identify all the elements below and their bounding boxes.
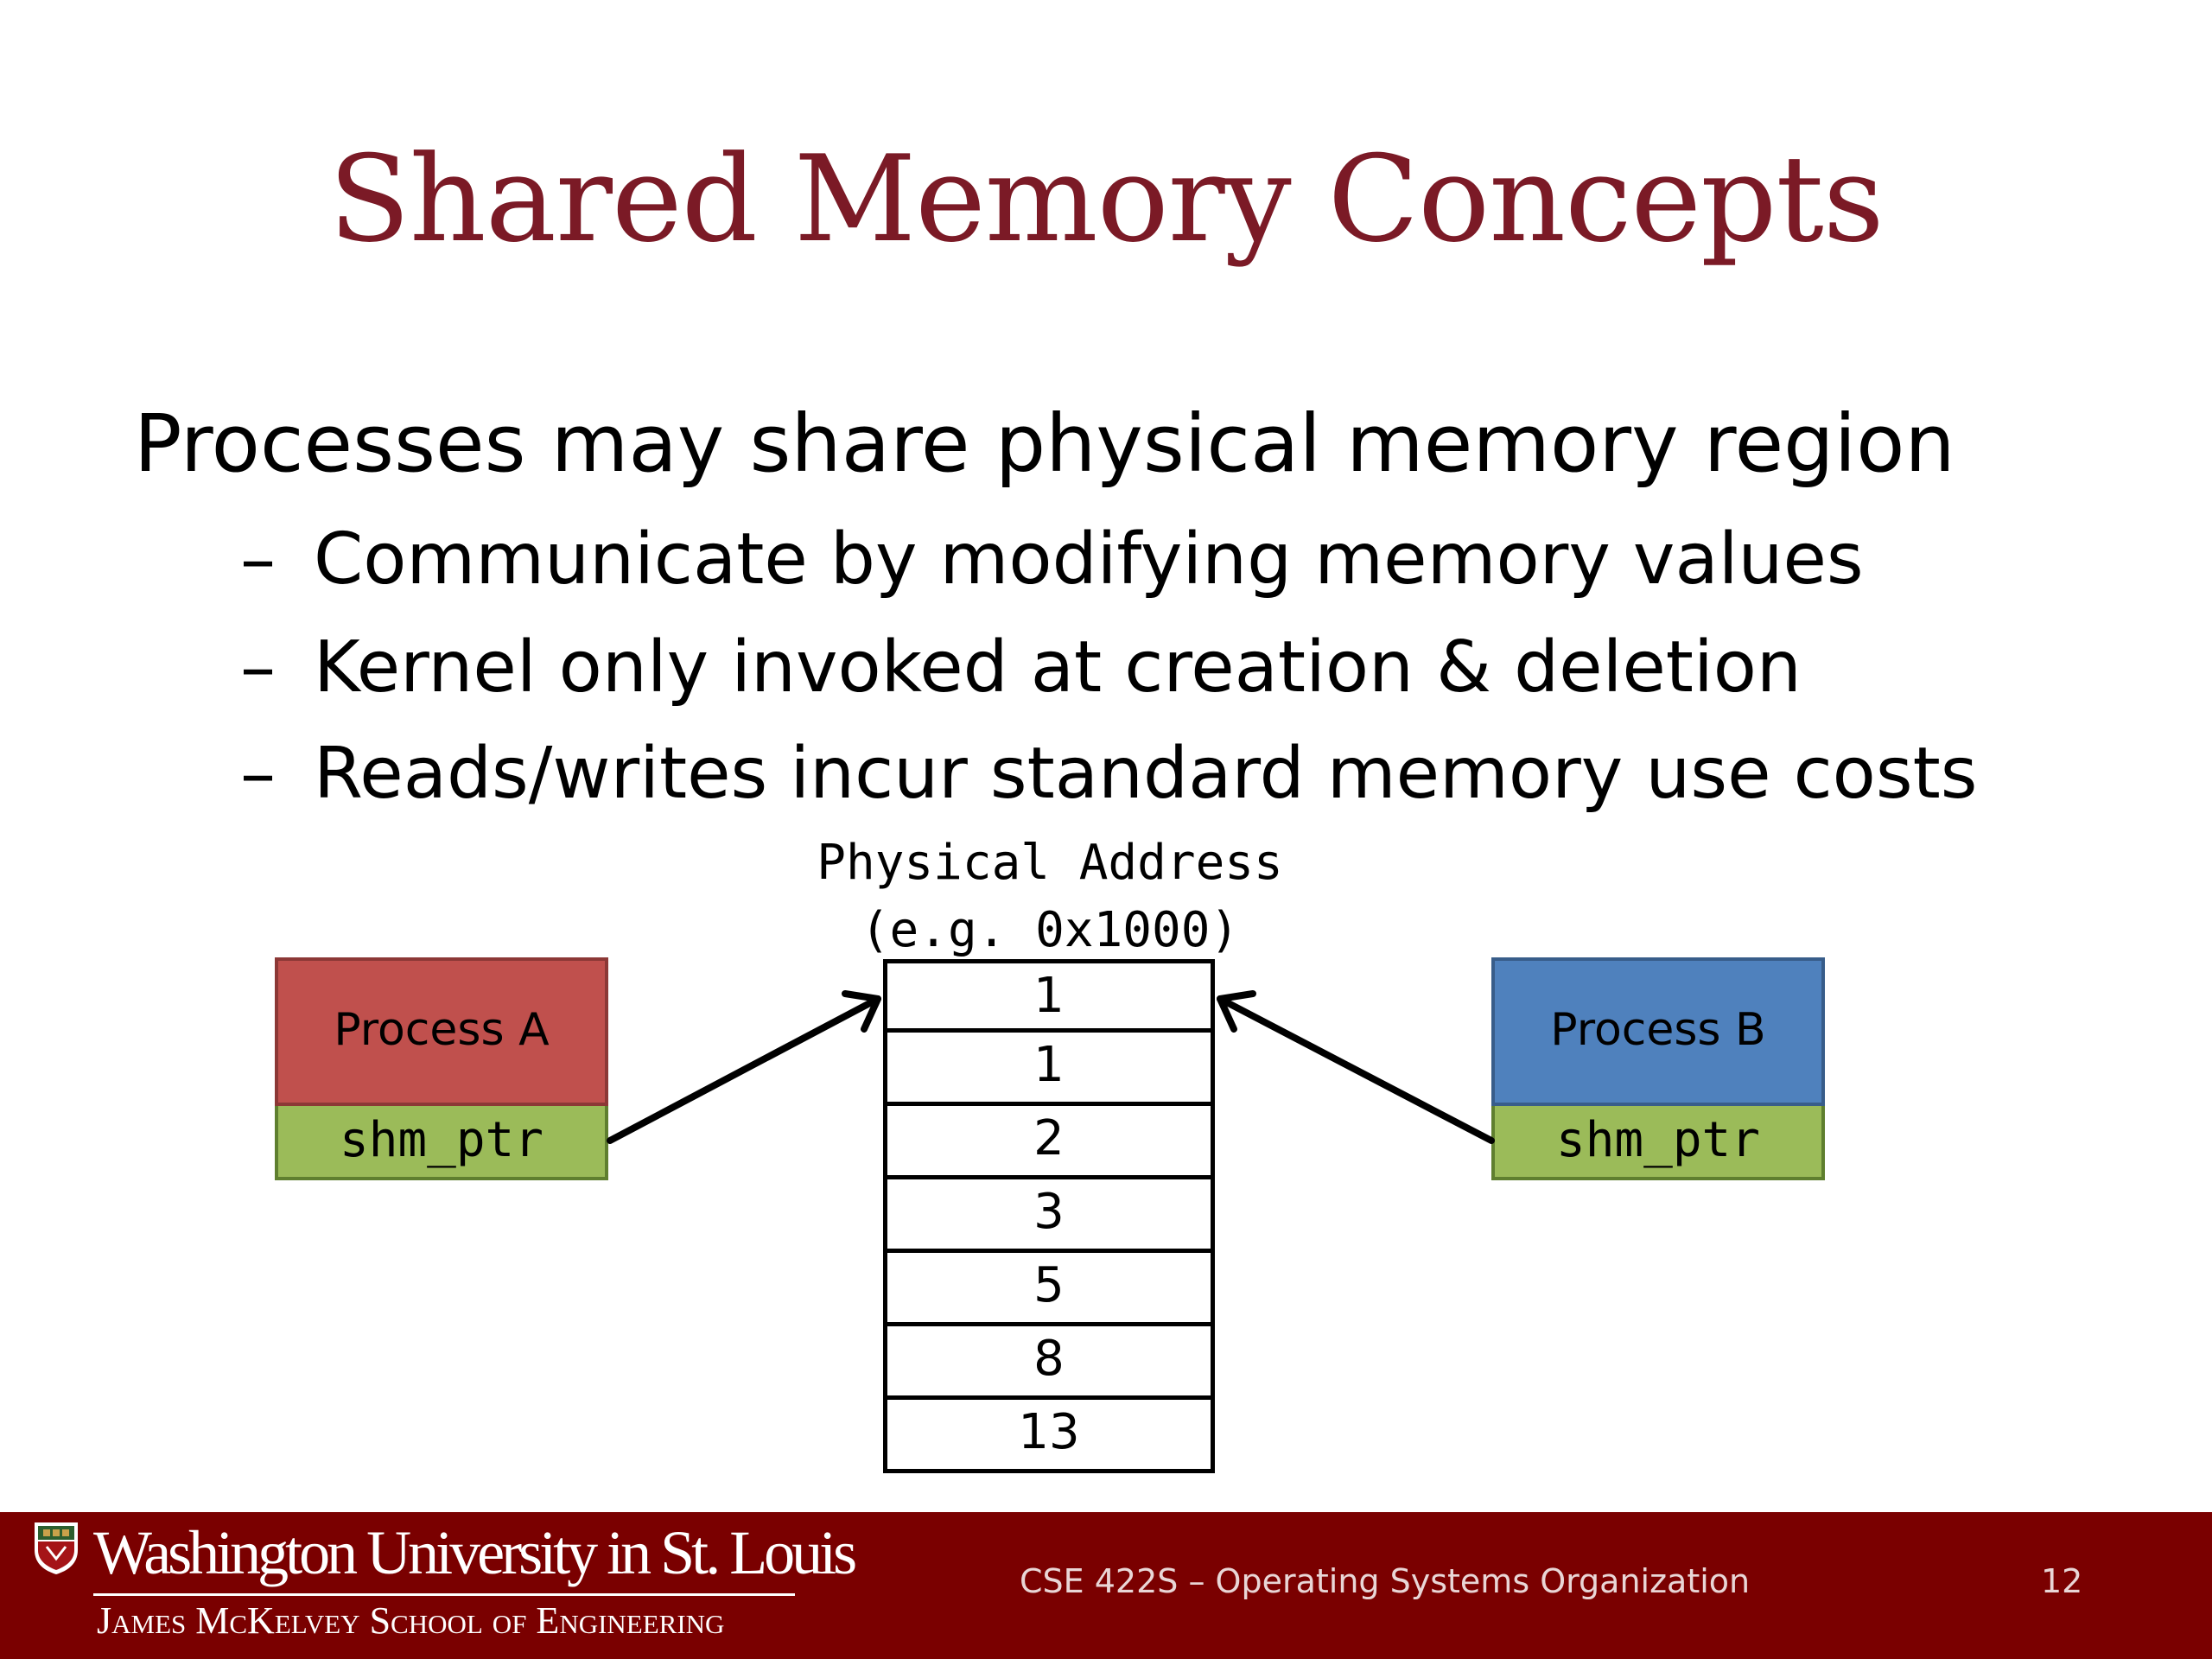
arrow-a xyxy=(607,990,881,1144)
sub-bullet-text: Communicate by modifying memory values xyxy=(314,518,1864,601)
process-b-box: Process B shm_ptr xyxy=(1491,957,1825,1180)
logo-divider xyxy=(93,1593,795,1596)
course-title: CSE 422S – Operating Systems Organizatio… xyxy=(1020,1562,1751,1600)
memory-cell: 5 xyxy=(883,1253,1215,1326)
memory-column: 1 1 2 3 5 8 13 xyxy=(883,959,1215,1473)
bullet-main: Processes may share physical memory regi… xyxy=(134,397,1955,490)
memory-cell: 8 xyxy=(883,1326,1215,1400)
memory-cell: 1 xyxy=(883,959,1215,1033)
sub-bullet-2: –Kernel only invoked at creation & delet… xyxy=(240,626,1802,709)
physical-address-example: (e.g. 0x1000) xyxy=(860,902,1240,958)
school-name: James McKelvey School of Engineering xyxy=(97,1599,725,1642)
process-a-pointer: shm_ptr xyxy=(275,1106,608,1180)
process-b-label: Process B xyxy=(1491,957,1825,1106)
dash-glyph: – xyxy=(240,518,276,601)
footer-bar: Washington University in St. Louis James… xyxy=(0,1512,2212,1659)
process-b-pointer: shm_ptr xyxy=(1491,1106,1825,1180)
arrow-b xyxy=(1217,990,1495,1144)
process-a-label: Process A xyxy=(275,957,608,1106)
sub-bullet-text: Kernel only invoked at creation & deleti… xyxy=(314,626,1802,709)
process-a-box: Process A shm_ptr xyxy=(275,957,608,1180)
memory-cell: 3 xyxy=(883,1179,1215,1253)
dash-glyph: – xyxy=(240,626,276,709)
page-number: 12 xyxy=(2041,1562,2083,1600)
sub-bullet-text: Reads/writes incur standard memory use c… xyxy=(314,733,1978,815)
physical-address-label: Physical Address xyxy=(817,835,1283,891)
memory-cell: 13 xyxy=(883,1400,1215,1473)
university-shield-icon xyxy=(35,1522,78,1574)
memory-cell: 2 xyxy=(883,1106,1215,1179)
university-name: Washington University in St. Louis xyxy=(93,1518,857,1587)
dash-glyph: – xyxy=(240,733,276,815)
slide-title: Shared Memory Concepts xyxy=(328,130,1884,269)
memory-cell: 1 xyxy=(883,1033,1215,1106)
sub-bullet-3: –Reads/writes incur standard memory use … xyxy=(240,733,1977,815)
sub-bullet-1: –Communicate by modifying memory values xyxy=(240,518,1864,601)
